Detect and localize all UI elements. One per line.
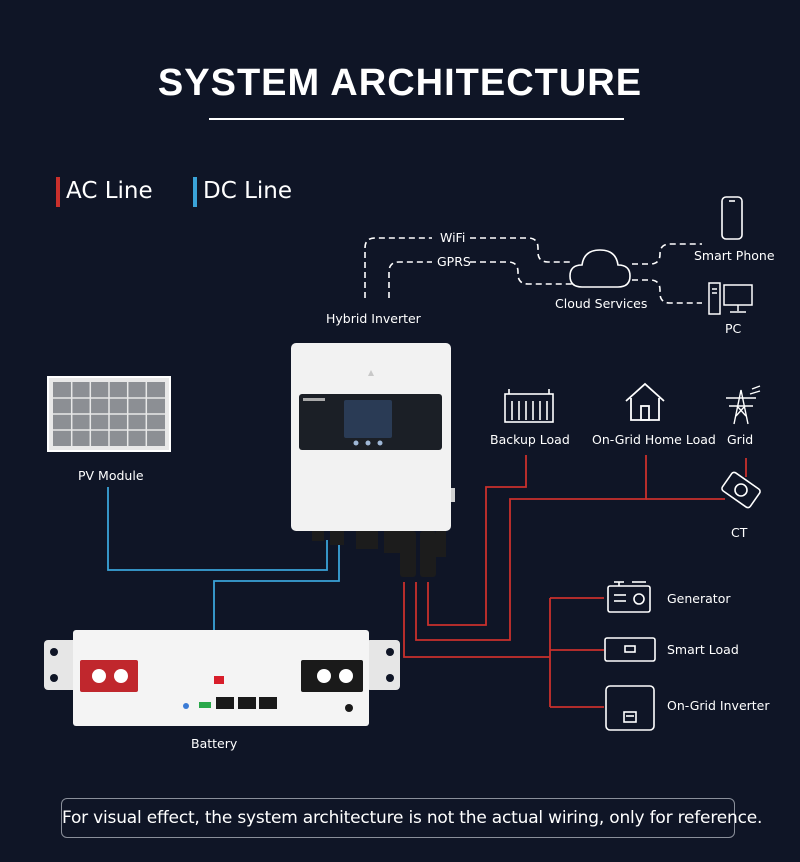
- pv-module-label: PV Module: [78, 468, 144, 483]
- on-grid-inverter-icon: [605, 685, 655, 731]
- disclaimer-note: For visual effect, the system architectu…: [61, 798, 762, 838]
- wifi-line-right: [470, 237, 572, 263]
- gprs-label: GPRS: [437, 254, 471, 269]
- smart-phone-label: Smart Phone: [694, 248, 775, 263]
- pc-link: [632, 279, 702, 304]
- dc-legend-swatch: [193, 177, 197, 207]
- dc-battery-inverter: [213, 540, 340, 630]
- backup-load-label: Backup Load: [490, 432, 570, 447]
- grid-label: Grid: [727, 432, 754, 447]
- pv-module-icon: [47, 376, 171, 452]
- dc-lines: [107, 487, 340, 630]
- battery-icon: [44, 630, 400, 726]
- hybrid-inverter-icon: [291, 343, 455, 577]
- wifi-label: WiFi: [440, 230, 466, 245]
- hybrid-inverter-label: Hybrid Inverter: [326, 311, 421, 326]
- battery-label: Battery: [191, 736, 238, 751]
- ac-aux-bus: [403, 582, 550, 658]
- ac-legend-swatch: [56, 177, 60, 207]
- ac-backup-load: [427, 455, 527, 626]
- smart-load-label: Smart Load: [667, 642, 739, 657]
- ac-lines: [403, 455, 747, 708]
- generator-label: Generator: [667, 591, 731, 606]
- wifi-line-left: [364, 237, 432, 298]
- dc-pv-inverter: [107, 487, 328, 571]
- page-title: SYSTEM ARCHITECTURE: [157, 62, 643, 104]
- ct-label: CT: [731, 525, 748, 540]
- communication-lines: [364, 237, 702, 304]
- grid-tower-icon: [726, 385, 761, 425]
- cloud-icon: [569, 249, 631, 288]
- phone-link: [632, 243, 702, 265]
- dc-legend-label: DC Line: [203, 178, 293, 204]
- gprs-line-right: [470, 261, 572, 285]
- on-grid-inverter-label: On-Grid Inverter: [667, 698, 770, 713]
- pc-label: PC: [725, 321, 742, 336]
- ct-icon: [721, 471, 761, 509]
- backup-load-icon: [504, 389, 554, 423]
- smart-phone-icon: [721, 196, 743, 240]
- ac-legend-label: AC Line: [66, 178, 153, 204]
- pc-icon: [708, 282, 753, 315]
- home-icon: [625, 382, 665, 421]
- gprs-line-left: [388, 261, 432, 298]
- ac-home-load: [415, 455, 647, 641]
- title-underline: [209, 118, 624, 120]
- smart-load-icon: [604, 637, 656, 662]
- generator-icon: [607, 581, 651, 613]
- cloud-services-label: Cloud Services: [555, 296, 648, 311]
- on-grid-home-load-label: On-Grid Home Load: [592, 432, 716, 447]
